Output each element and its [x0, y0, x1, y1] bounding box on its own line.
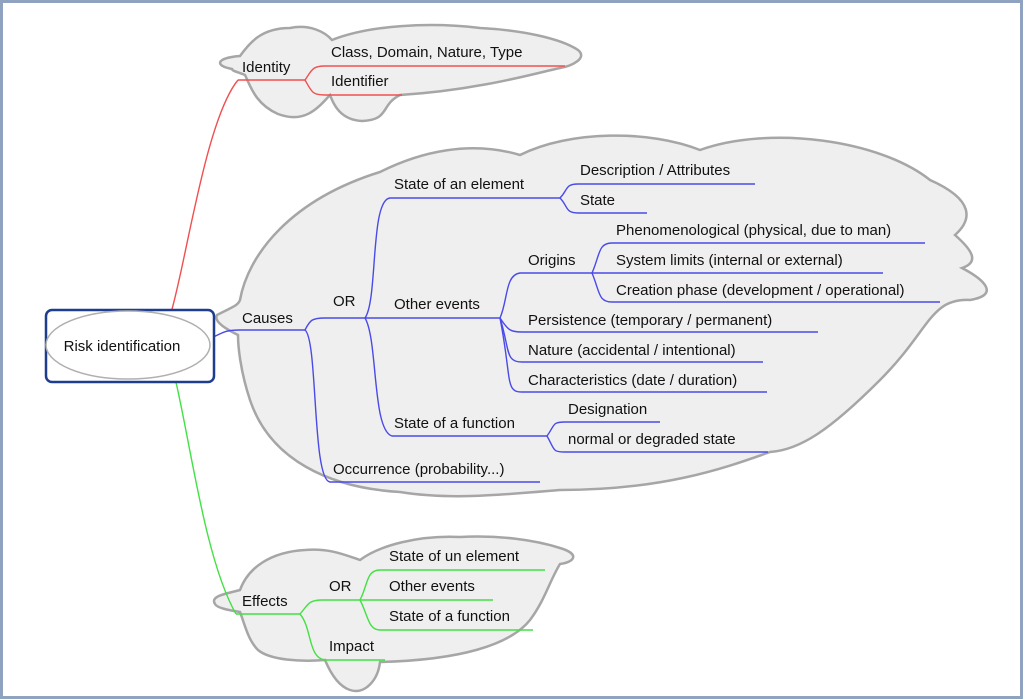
other-events-child[interactable]: Characteristics (date / duration)	[528, 372, 737, 389]
causes-or-label[interactable]: OR	[333, 293, 356, 310]
identity-label[interactable]: Identity	[242, 59, 291, 76]
state-of-function-label[interactable]: State of a function	[394, 415, 515, 432]
root-node[interactable]: Risk identification	[44, 308, 216, 384]
origins-child[interactable]: Phenomenological (physical, due to man)	[616, 222, 891, 239]
state-of-element-label[interactable]: State of an element	[394, 176, 525, 193]
impact-label[interactable]: Impact	[329, 638, 375, 655]
state-of-element-child[interactable]: State	[580, 192, 615, 209]
other-events-label[interactable]: Other events	[394, 296, 480, 313]
causes-label[interactable]: Causes	[242, 310, 293, 327]
root-label: Risk identification	[64, 338, 181, 355]
identity-child[interactable]: Identifier	[331, 73, 389, 90]
origins-label[interactable]: Origins	[528, 252, 576, 269]
state-of-function-child[interactable]: normal or degraded state	[568, 431, 736, 448]
identity-edges	[169, 65, 565, 317]
effects-edges	[174, 377, 545, 661]
state-of-element-child[interactable]: Description / Attributes	[580, 162, 730, 179]
causes-edges	[212, 183, 940, 483]
effects-or-child[interactable]: Other events	[389, 578, 475, 595]
effects-or-child[interactable]: State of un element	[389, 548, 520, 565]
identity-cloud	[219, 23, 583, 123]
origins-child[interactable]: System limits (internal or external)	[616, 252, 843, 269]
other-events-child[interactable]: Persistence (temporary / permanent)	[528, 312, 772, 329]
other-events-child[interactable]: Nature (accidental / intentional)	[528, 342, 736, 359]
effects-label[interactable]: Effects	[242, 593, 288, 610]
effects-or-label[interactable]: OR	[329, 578, 352, 595]
state-of-function-child[interactable]: Designation	[568, 401, 647, 418]
identity-child[interactable]: Class, Domain, Nature, Type	[331, 44, 522, 61]
occurrence-label[interactable]: Occurrence (probability...)	[333, 461, 504, 478]
root-node-ellipse	[45, 310, 211, 380]
causes-cloud	[215, 134, 988, 498]
effects-cloud	[212, 535, 575, 693]
effects-or-child[interactable]: State of a function	[389, 608, 510, 625]
origins-child[interactable]: Creation phase (development / operationa…	[616, 282, 905, 299]
